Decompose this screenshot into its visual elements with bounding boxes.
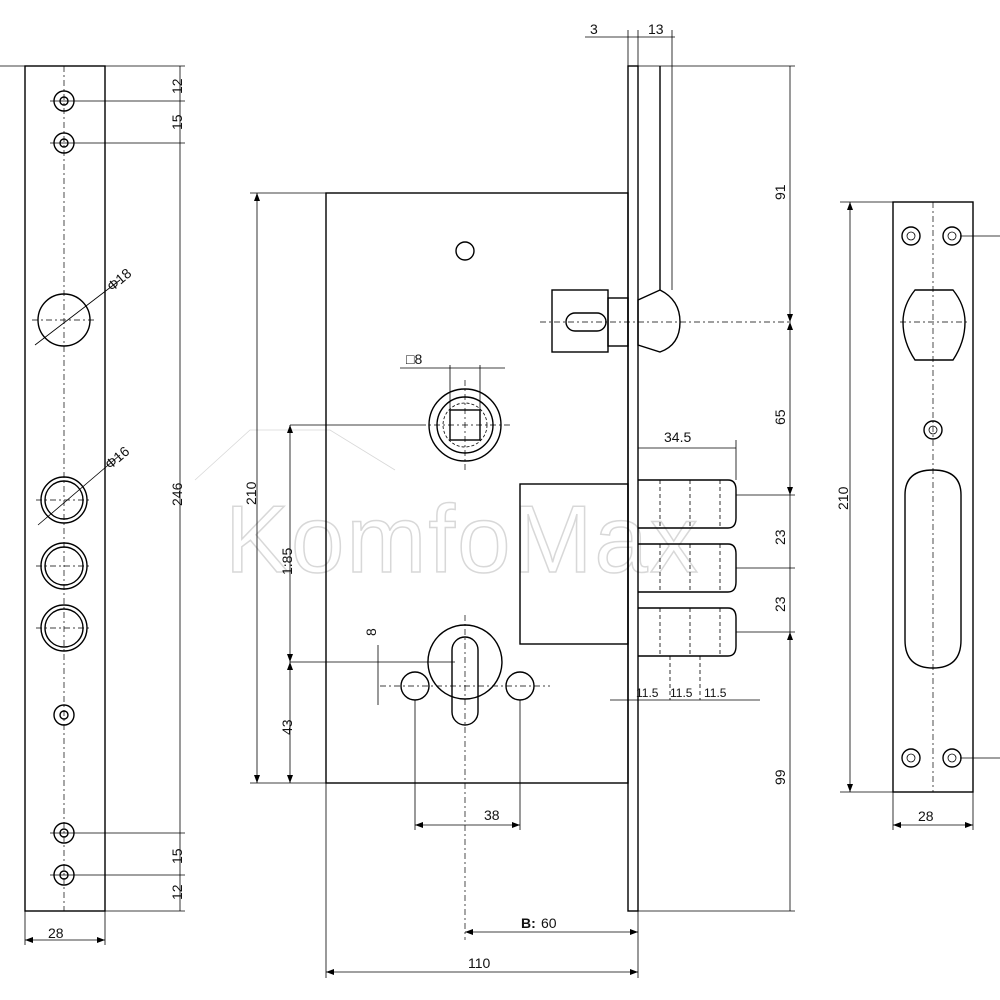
bolts-bottom-label: 99: [772, 769, 788, 785]
left-strike-bottom15-label: 15: [169, 848, 185, 864]
left-strike-hole-18: [32, 279, 121, 347]
right-strike-height-label: 210: [835, 486, 851, 510]
left-strike-width-label: 28: [48, 925, 64, 941]
latch-bolts-label: 65: [772, 409, 788, 425]
bolt-dia-1-label: 11.5: [636, 686, 659, 700]
bolt-dia-3-label: 11.5: [704, 686, 727, 700]
left-strike-outline: [24, 65, 106, 912]
left-strike-top12-label: 12: [169, 78, 185, 94]
watermark-text: KomfoMax: [225, 486, 700, 593]
backset-label: B:: [521, 915, 536, 931]
body-height-label: 210: [243, 481, 259, 505]
right-strike-top-holes: [901, 226, 1000, 246]
cylinder-offset-label: 8: [363, 628, 379, 636]
hole-16-label: Φ16: [102, 443, 133, 473]
spindle-square-label: □8: [406, 351, 422, 367]
bolt-carrier: [519, 483, 629, 645]
cylinder-bottom-label: 43: [279, 719, 295, 735]
left-strike-bottom-holes: [50, 822, 185, 886]
hole-18-label: Φ18: [104, 265, 135, 295]
right-strike-width-label: 28: [918, 808, 934, 824]
left-strike-plate: 28 12 15 246 15 12 Φ18 Φ16: [0, 65, 185, 945]
latch-projection-label: 13: [648, 21, 664, 37]
bolt-throw-label: 34.5: [664, 429, 691, 445]
backset-value: 60: [541, 915, 557, 931]
latch-window: [902, 289, 966, 361]
left-strike-top-holes: [50, 90, 185, 154]
right-strike-bottom-holes: [901, 748, 1000, 768]
left-strike-bottom12-label: 12: [169, 884, 185, 900]
spindle-cylinder-label: 1:85: [279, 548, 295, 575]
left-strike-length-label: 246: [169, 482, 185, 506]
bolt-spacing-2-label: 23: [772, 596, 788, 612]
spindle-hub: [400, 365, 510, 470]
right-strike-plate: 210 28: [835, 201, 1000, 830]
bolt-dia-2-label: 11.5: [670, 686, 693, 700]
left-strike-holes-16: [36, 454, 121, 652]
top-latch-label: 91: [772, 184, 788, 200]
lock-body: 3 13 □8 34.5 210 1:85 43 8 38 B: 60 110 …: [243, 21, 795, 978]
screw-spacing-label: 38: [484, 807, 500, 823]
body-depth-label: 110: [468, 955, 491, 971]
bolt-spacing-1-label: 23: [772, 529, 788, 545]
left-strike-top15-label: 15: [169, 114, 185, 130]
watermark: KomfoMax: [194, 429, 700, 594]
faceplate-thickness-label: 3: [590, 21, 598, 37]
bolt-slot: [904, 469, 962, 669]
cylinder-cutout: [290, 615, 550, 940]
latch-bolt: [540, 66, 790, 353]
